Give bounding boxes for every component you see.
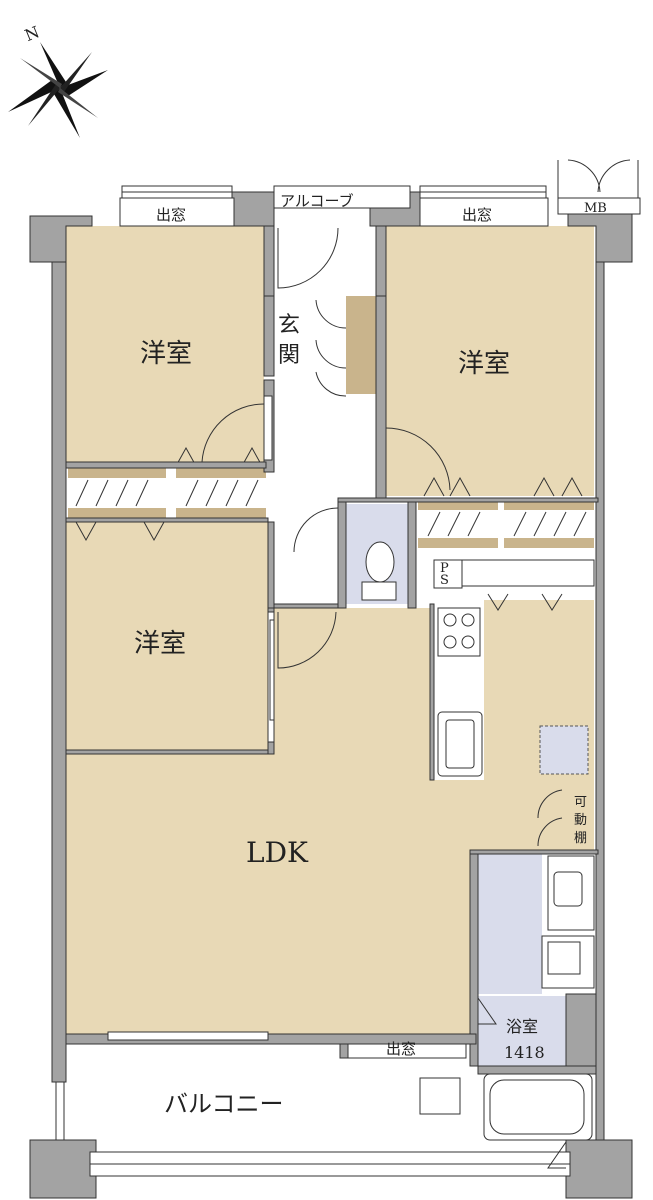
ldk-floor [66,608,538,1034]
walls [29,191,633,1199]
floor-fills [66,226,594,1066]
western-room-3-floor [66,522,268,750]
room-label-western-2: 洋室 [458,349,510,379]
room-label-ldk: LDK [246,836,309,869]
room-label-western-3: 洋室 [134,629,186,659]
movable-shelf-label-2: 動 [574,813,587,828]
kitchen-floor [484,600,594,850]
western-room-2-floor [386,226,594,496]
fridge-space [539,725,589,775]
movable-shelf-label-1: 可 [574,795,587,810]
room-label-entrance-2: 関 [278,343,300,368]
room-label-bath: 浴室 [506,1017,538,1036]
bay-window-label-1: 出窓 [156,206,186,224]
compass-rose-icon [8,42,108,138]
alcove-label: アルコーブ [280,192,354,210]
bay-window-label-3: 出窓 [386,1040,416,1058]
washroom-floor [478,854,542,994]
bath-floor [478,996,566,1066]
room-label-entrance-1: 玄 [278,313,300,338]
closets [68,468,594,548]
room-label-balcony: バルコニー [164,1090,284,1118]
closet-door-marks [75,446,583,611]
western-room-1-floor [66,226,264,466]
mb-label: MB [584,201,607,216]
ps-label-p: P [440,561,449,576]
movable-shelf-label-3: 棚 [574,831,587,846]
north-label: N [22,22,42,45]
ps-label-s: S [440,573,449,588]
bay-window-label-2: 出窓 [462,206,492,224]
doors [201,159,639,1169]
room-label-western-1: 洋室 [140,339,192,369]
closet-hangers [75,479,587,537]
fixtures [361,541,595,1141]
windows [55,185,641,1177]
bath-size-label: 1418 [504,1043,545,1062]
shoe-storage [346,296,376,394]
